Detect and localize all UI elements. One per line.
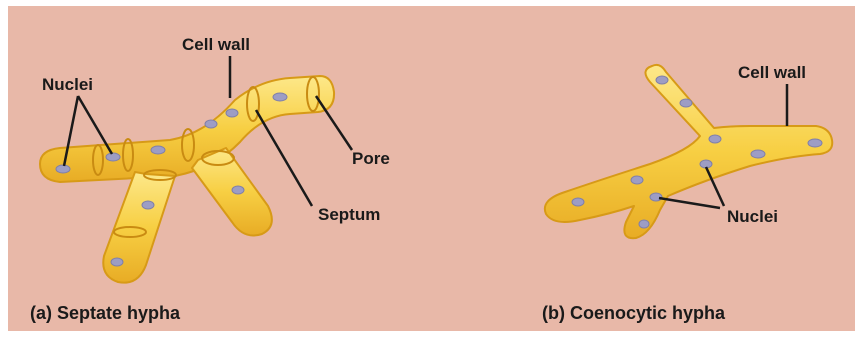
nucleus <box>639 220 649 228</box>
nuclei-label-a: Nuclei <box>42 75 93 94</box>
nucleus <box>151 146 165 154</box>
nucleus <box>656 76 668 84</box>
nucleus <box>751 150 765 158</box>
caption-septate: (a) Septate hypha <box>30 303 181 323</box>
nucleus <box>56 165 70 173</box>
nuclei-label-b: Nuclei <box>727 207 778 226</box>
nucleus <box>808 139 822 147</box>
cell-wall-label-a: Cell wall <box>182 35 250 54</box>
septum-label: Septum <box>318 205 380 224</box>
nucleus <box>273 93 287 101</box>
pore-label: Pore <box>352 149 390 168</box>
nucleus <box>205 120 217 128</box>
cell-wall-label-b: Cell wall <box>738 63 806 82</box>
nucleus <box>142 201 154 209</box>
nucleus <box>709 135 721 143</box>
nucleus <box>232 186 244 194</box>
nucleus <box>111 258 123 266</box>
nucleus <box>572 198 584 206</box>
nucleus <box>631 176 643 184</box>
nucleus <box>700 160 712 168</box>
caption-coenocytic: (b) Coenocytic hypha <box>542 303 726 323</box>
nucleus <box>106 153 120 161</box>
nucleus <box>226 109 238 117</box>
nucleus <box>680 99 692 107</box>
